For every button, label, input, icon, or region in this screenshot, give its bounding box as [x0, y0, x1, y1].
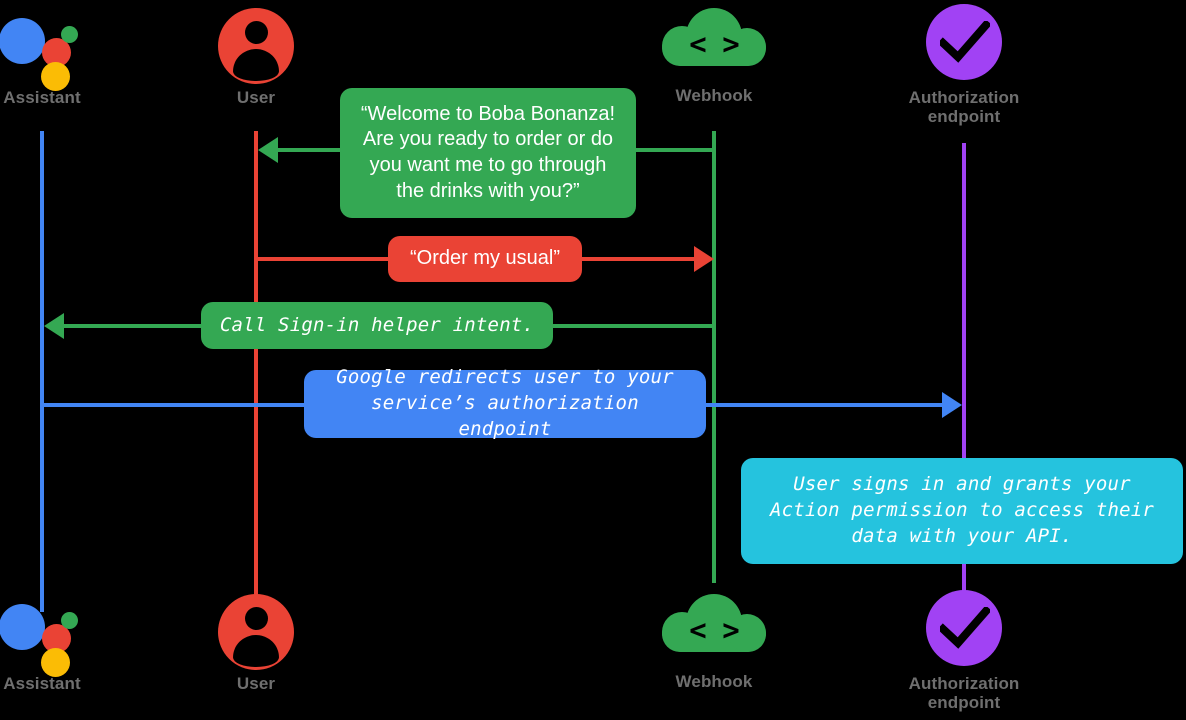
message-bubble-order-usual: “Order my usual”: [388, 236, 582, 282]
actor-assistant-bottom: Assistant: [0, 594, 142, 693]
actor-label-webhook-bottom: Webhook: [675, 672, 753, 691]
cloud-puff-right: [728, 614, 766, 652]
assistant-logo-icon: [0, 8, 142, 91]
cloud-code-icon: < >: [614, 6, 814, 82]
lifeline-webhook: [712, 131, 716, 583]
actor-user-bottom: User: [156, 594, 356, 693]
arrowhead-signin-helper: [44, 313, 64, 339]
user-avatar-icon-bottom: [156, 594, 356, 670]
user-avatar-head: [244, 607, 268, 630]
check-glyph: [940, 21, 990, 63]
actor-auth-top: Authorization endpoint: [864, 0, 1064, 126]
check-badge-disc: [926, 4, 1002, 80]
actor-label-auth-bottom-line2: endpoint: [927, 693, 1001, 713]
code-brackets-glyph: < >: [689, 27, 739, 61]
actor-auth-bottom: Authorization endpoint: [864, 586, 1064, 712]
cloud-puff-right: [728, 28, 766, 66]
assistant-dot-yellow: [41, 62, 70, 91]
assistant-dot-green: [61, 612, 78, 629]
assistant-dot-yellow: [41, 648, 70, 677]
check-glyph: [940, 607, 990, 649]
actor-assistant-top: Assistant: [0, 8, 142, 107]
code-brackets-glyph: < >: [689, 613, 739, 647]
assistant-dot-blue: [0, 604, 45, 650]
message-note-grant: User signs in and grants your Action per…: [741, 458, 1183, 564]
actor-label-auth-line2: endpoint: [927, 107, 1001, 127]
arrowhead-welcome: [258, 137, 278, 163]
user-avatar-body: [233, 635, 279, 667]
actor-label-webhook: Webhook: [675, 86, 753, 105]
actor-label-auth-bottom-line1: Authorization: [908, 674, 1020, 693]
cloud-code-icon-bottom: < >: [614, 592, 814, 668]
assistant-dot-green: [61, 26, 78, 43]
purple-check-circle-icon: [864, 4, 1064, 84]
actor-label-auth-bottom: Authorization endpoint: [864, 674, 1064, 712]
arrowhead-order-usual: [694, 246, 714, 272]
lifeline-user: [254, 131, 258, 612]
actor-webhook-top: < > Webhook: [614, 6, 814, 105]
actor-label-user-bottom: User: [236, 674, 276, 693]
actor-label-auth: Authorization endpoint: [864, 88, 1064, 126]
check-badge-disc: [926, 590, 1002, 666]
arrowhead-redirect: [942, 392, 962, 418]
message-bubble-signin-helper: Call Sign-in helper intent.: [201, 302, 553, 349]
user-avatar-body: [233, 49, 279, 81]
message-bubble-welcome: “Welcome to Boba Bonanza! Are you ready …: [340, 88, 636, 218]
cloud-puff-left: [662, 612, 702, 652]
user-avatar-icon: [156, 8, 356, 84]
actor-user-top: User: [156, 8, 356, 107]
purple-check-circle-icon-bottom: [864, 590, 1064, 670]
actor-label-assistant-bottom: Assistant: [3, 674, 81, 693]
actor-webhook-bottom: < > Webhook: [614, 592, 814, 691]
assistant-dot-blue: [0, 18, 45, 64]
lifeline-auth: [962, 143, 966, 612]
user-avatar-head: [244, 21, 268, 44]
message-bubble-redirect: Google redirects user to your service’s …: [304, 366, 706, 440]
actor-label-user: User: [236, 88, 276, 107]
lifeline-assistant: [40, 131, 44, 612]
actor-label-auth-line1: Authorization: [908, 88, 1020, 107]
cloud-puff-left: [662, 26, 702, 66]
actor-label-assistant: Assistant: [3, 88, 81, 107]
assistant-logo-icon-bottom: [0, 594, 142, 677]
